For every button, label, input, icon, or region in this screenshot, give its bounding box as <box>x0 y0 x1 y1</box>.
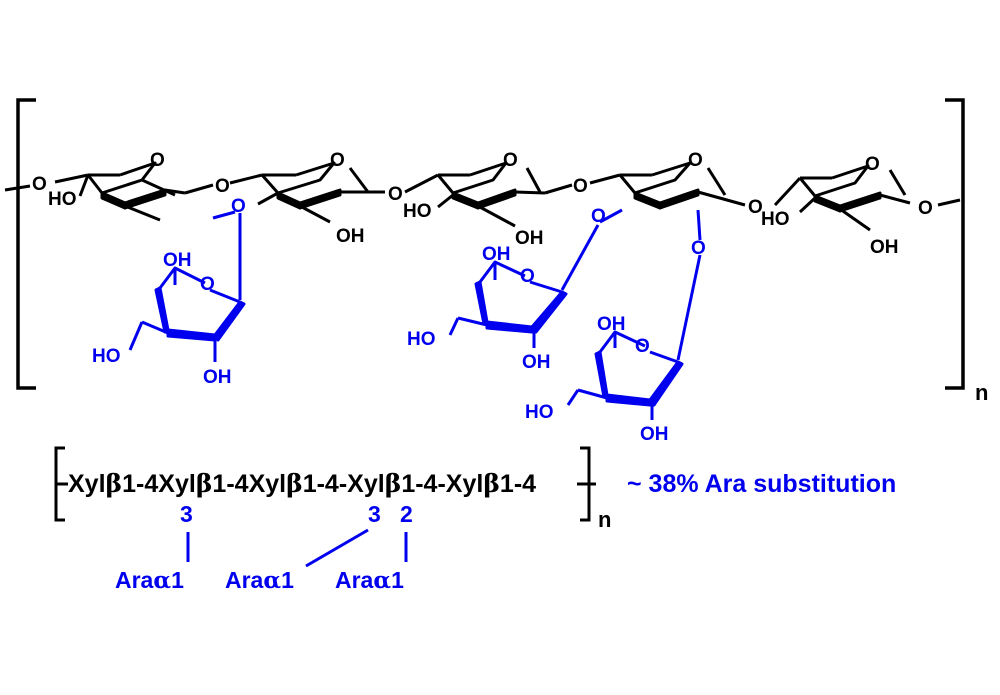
branch-labels: Araα1 Araα1 Araα1 <box>115 567 404 594</box>
arabinose-substituents <box>128 208 702 420</box>
seq-residue: Xyl <box>249 470 287 498</box>
branch-connectors <box>186 528 408 568</box>
oxygen-label: O <box>573 176 588 197</box>
xylose-backbone <box>4 161 961 232</box>
seq-residue: Xyl <box>68 470 106 498</box>
oxygen-label: O <box>231 196 246 217</box>
oxygen-label: O <box>150 150 165 171</box>
arabinose-branch-label: Araα1 <box>225 567 294 594</box>
seq-linkage: 1-4- <box>303 470 347 498</box>
seq-anomer: β <box>106 469 123 498</box>
hydroxyl-label: HO <box>525 402 554 423</box>
hydroxyl-label: OH <box>870 237 899 258</box>
oxygen-label: O <box>200 274 215 295</box>
arabinose-branch-label: Araα1 <box>335 567 404 594</box>
seq-anomer: β <box>286 469 303 498</box>
polymer-bracket-left <box>16 98 36 390</box>
oxygen-label: O <box>215 176 230 197</box>
oxygen-label: O <box>520 266 535 287</box>
hydroxyl-label: HO <box>761 209 790 230</box>
sequence-n-label: n <box>598 507 611 532</box>
oxygen-label: O <box>32 174 47 195</box>
hydroxyl-label: HO <box>407 329 436 350</box>
hydroxyl-label: OH <box>163 250 192 271</box>
hydroxyl-label: OH <box>597 314 626 335</box>
oxygen-label: O <box>591 206 606 227</box>
oxygen-label: O <box>330 150 345 171</box>
seq-residue: Xyl <box>158 470 196 498</box>
hydroxyl-label: OH <box>640 424 669 445</box>
hydroxyl-label: OH <box>522 352 551 373</box>
sequence-text: Xylβ1-4Xylβ1-4Xylβ1-4-Xylβ1-4-Xylβ1-4 <box>68 469 536 498</box>
seq-linkage: 1-4 <box>212 470 248 498</box>
oxygen-label: O <box>691 238 706 259</box>
branch-position-number: 2 <box>400 501 413 527</box>
hydroxyl-label: HO <box>48 189 77 210</box>
branch-position-number: 3 <box>368 501 381 527</box>
oxygen-label: O <box>748 197 763 218</box>
seq-linkage: 1-4 <box>122 470 158 498</box>
backbone-atom-labels: O O HO O O OH O O HO OH O O O O HO OH O <box>32 150 933 258</box>
oxygen-label: O <box>918 198 933 219</box>
seq-residue: Xyl <box>347 470 385 498</box>
branch-position-number: 3 <box>180 501 193 527</box>
hydroxyl-label: OH <box>482 244 511 265</box>
oxygen-label: O <box>635 336 650 357</box>
seq-anomer: β <box>483 469 500 498</box>
arabinose-atom-labels: O OH O HO OH O OH O HO OH O OH O HO OH <box>92 196 706 445</box>
polymer-bracket-right <box>945 98 965 390</box>
substitution-note: ~ 38% Ara substitution <box>627 470 896 498</box>
sequence-bracket-left <box>54 446 68 522</box>
seq-anomer: β <box>196 469 213 498</box>
hydroxyl-label: OH <box>336 226 365 247</box>
oxygen-label: O <box>688 150 703 171</box>
branch-positions: 3 3 2 <box>180 501 413 527</box>
hydroxyl-label: HO <box>403 201 432 222</box>
sequence-bracket-right <box>577 446 596 522</box>
hydroxyl-label: OH <box>515 228 544 249</box>
arabinose-branch-label: Araα1 <box>115 567 184 594</box>
polymer-n-label: n <box>975 380 988 405</box>
hydroxyl-label: HO <box>92 346 121 367</box>
seq-linkage: 1-4 <box>500 470 536 498</box>
oxygen-label: O <box>503 150 518 171</box>
oxygen-label: O <box>865 154 880 175</box>
oxygen-label: O <box>388 184 403 205</box>
hydroxyl-label: OH <box>203 367 232 388</box>
seq-anomer: β <box>385 469 402 498</box>
seq-linkage: 1-4- <box>401 470 445 498</box>
seq-residue: Xyl <box>446 470 484 498</box>
